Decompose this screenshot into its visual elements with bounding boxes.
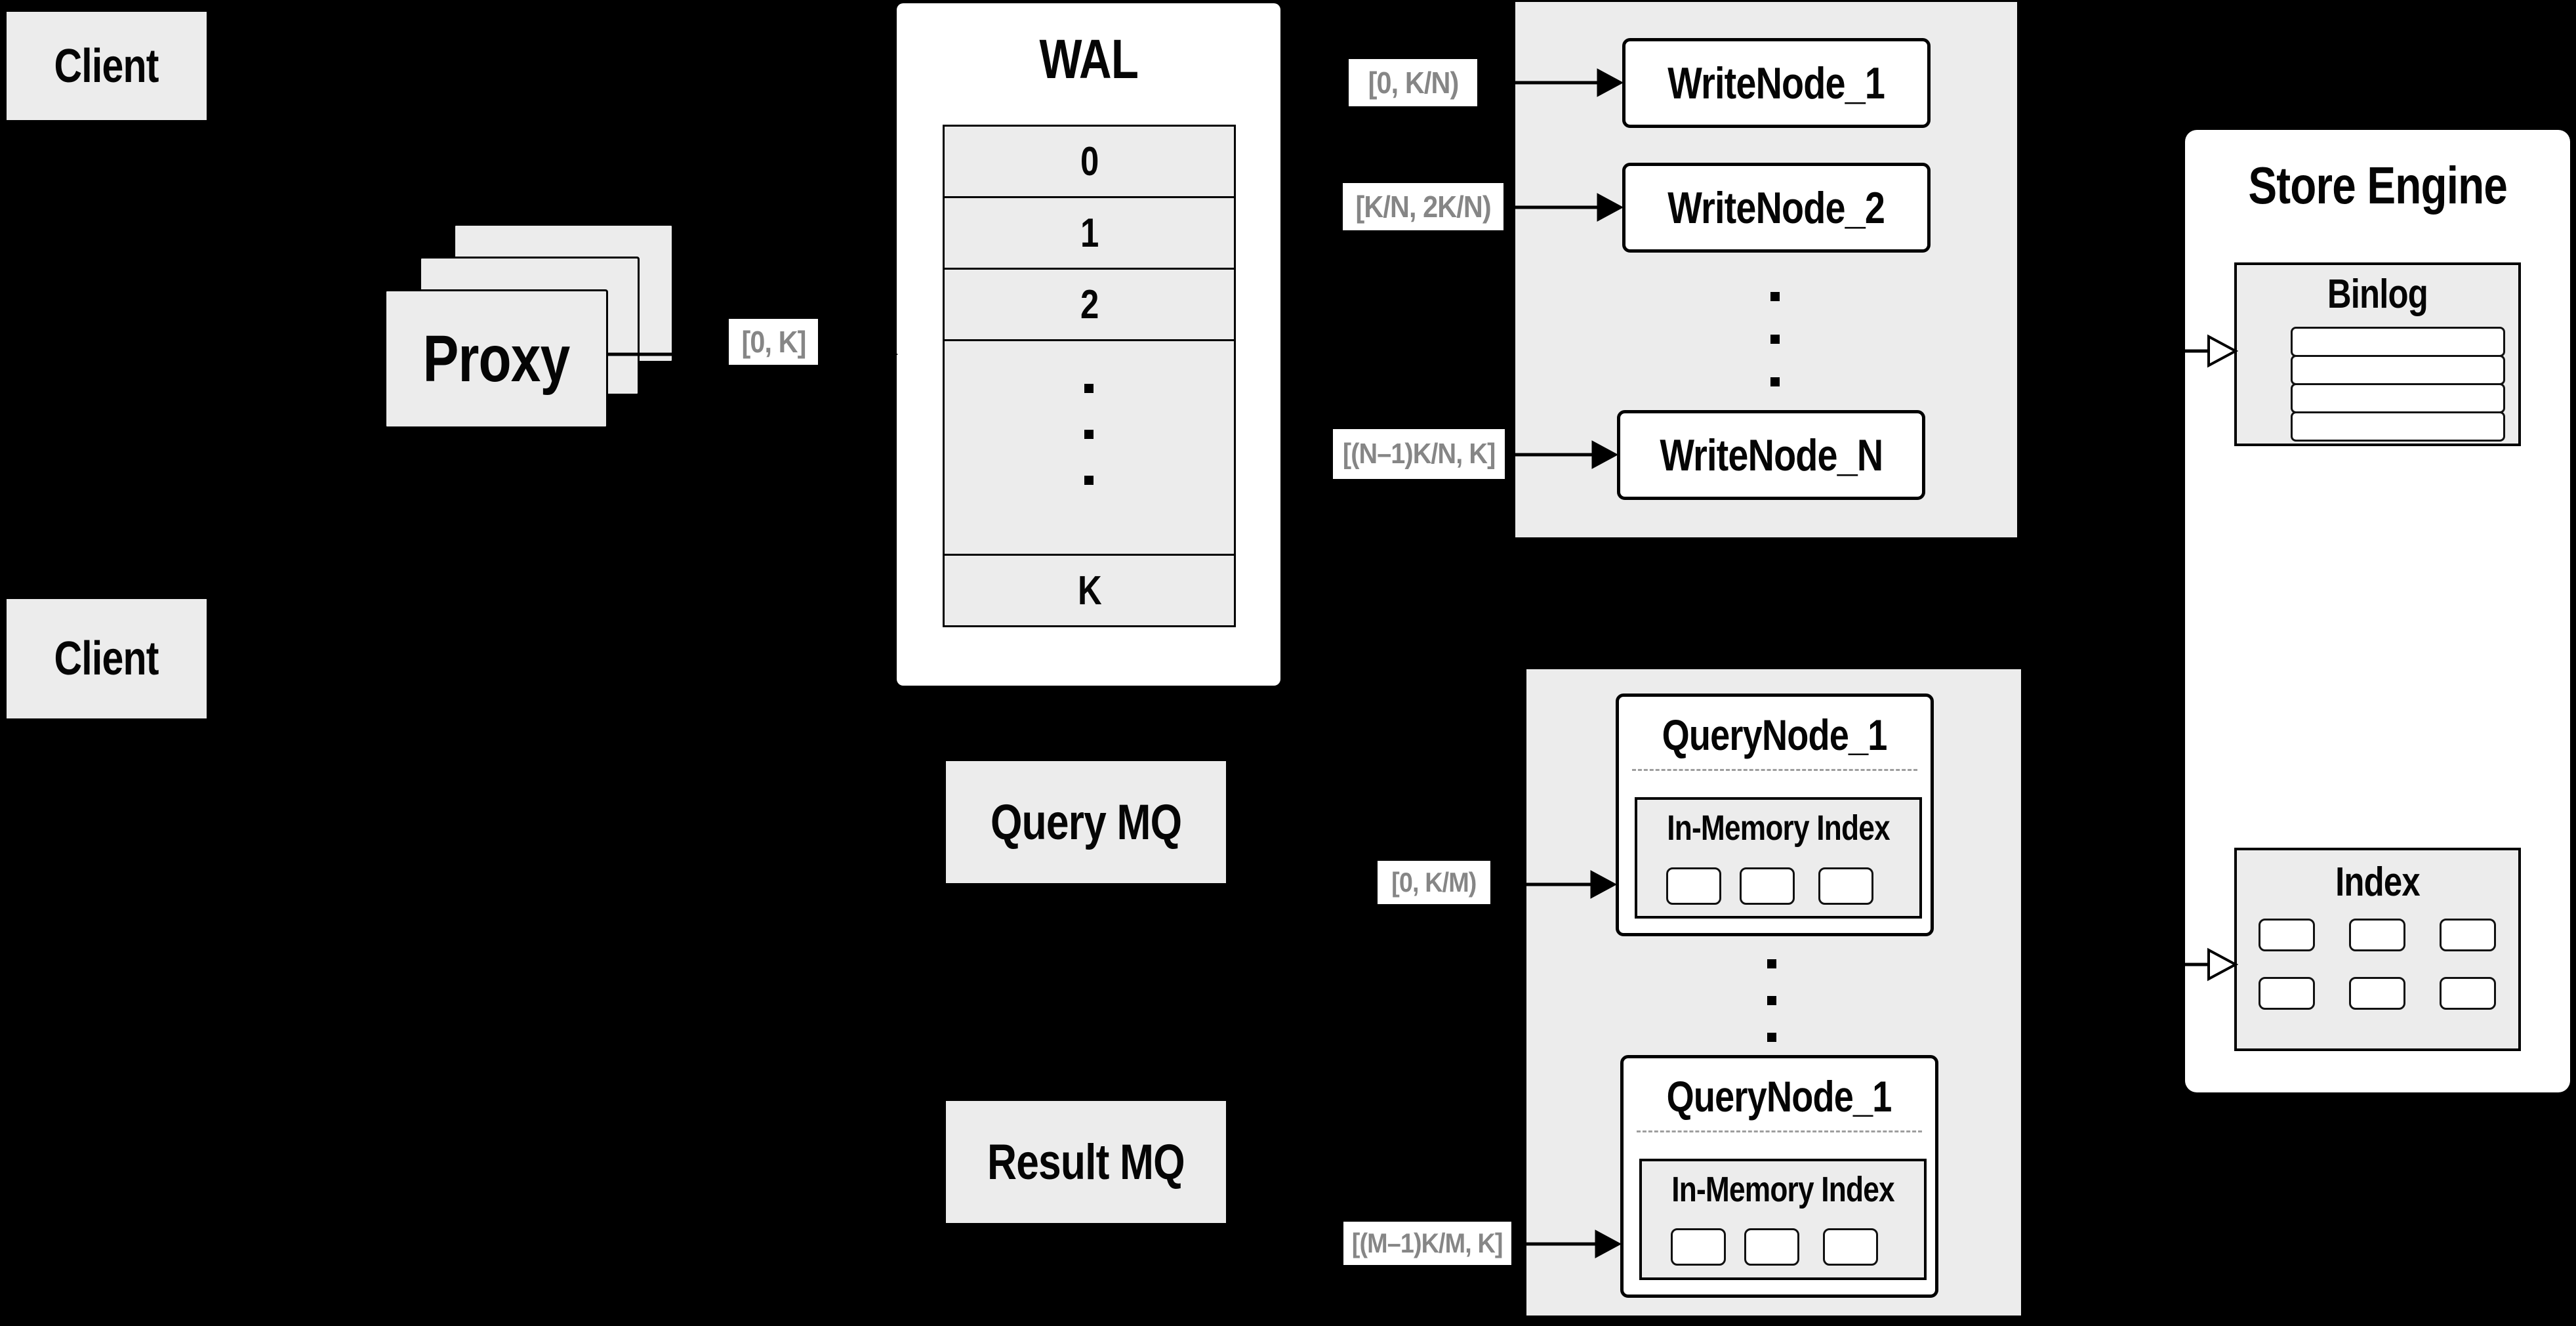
- index-cell: [2349, 919, 2405, 951]
- wal-row-2: 2: [943, 268, 1236, 341]
- segment-cell: [1666, 867, 1721, 905]
- writenode-ellipsis-dot: [1770, 335, 1780, 344]
- range-label-querynode-1: [0, K/M): [1378, 861, 1490, 904]
- wal-ellipsis-dot: [1084, 476, 1094, 485]
- writenode-ellipsis-dot: [1770, 292, 1780, 301]
- in-memory-index-1-title: In-Memory Index: [1667, 808, 1890, 848]
- segment-cell: [1744, 1228, 1799, 1266]
- range-label-writenode-1: [0, K/N): [1349, 59, 1477, 106]
- store-engine-title-bar: Store Engine: [2185, 150, 2570, 222]
- wal-row-ellipsis: [943, 339, 1236, 556]
- range-label-writenode-n: [(N–1)K/N, K]: [1333, 429, 1505, 479]
- writenode-2-label: WriteNode_2: [1667, 182, 1886, 233]
- proxy-box-front: Proxy: [384, 289, 608, 428]
- result-mq-box: Result MQ: [946, 1101, 1226, 1223]
- index-cell: [2440, 977, 2496, 1010]
- segment-cell: [1818, 867, 1873, 905]
- segment-cell: [1740, 867, 1795, 905]
- query-mq-box: Query MQ: [946, 761, 1226, 883]
- wal-row-k-label: K: [1077, 568, 1102, 613]
- querynode-1-separator: [1632, 769, 1917, 771]
- range-label-proxy-wal-text: [0, K]: [741, 325, 806, 359]
- in-memory-index-1-box: [1635, 797, 1922, 919]
- result-mq-label: Result MQ: [987, 1134, 1185, 1190]
- index-cell: [2259, 919, 2315, 951]
- index-cell: [2440, 919, 2496, 951]
- store-engine-title: Store Engine: [2248, 156, 2508, 215]
- querynode-ellipsis-dot: [1767, 1033, 1776, 1042]
- client-top-box: Client: [7, 12, 207, 120]
- proxy-label: Proxy: [422, 321, 571, 396]
- wal-row-k: K: [943, 554, 1236, 627]
- binlog-title: Binlog: [2327, 271, 2428, 317]
- querynode-1-title-bar: QueryNode_1: [1616, 703, 1934, 766]
- open-arrow-to-index: [2021, 947, 2239, 982]
- writenode-2-box: WriteNode_2: [1622, 163, 1931, 253]
- querynode-1-title: QueryNode_1: [1662, 710, 1888, 759]
- querynode-m-title: QueryNode_1: [1667, 1071, 1892, 1121]
- range-label-writenode-1-text: [0, K/N): [1368, 66, 1459, 100]
- querynode-ellipsis-dot: [1767, 996, 1776, 1005]
- index-title-bar: Index: [2234, 854, 2521, 910]
- querynode-m-title-bar: QueryNode_1: [1620, 1065, 1938, 1127]
- in-memory-index-1-title-bar: In-Memory Index: [1635, 802, 1922, 854]
- wal-row-1-label: 1: [1080, 210, 1099, 256]
- wal-ellipsis-dot: [1084, 384, 1094, 393]
- range-label-proxy-wal: [0, K]: [729, 319, 818, 365]
- in-memory-index-2-title-bar: In-Memory Index: [1639, 1163, 1927, 1216]
- wal-row-2-label: 2: [1080, 281, 1099, 327]
- binlog-row: [2291, 355, 2505, 385]
- segment-cell: [1671, 1228, 1726, 1266]
- wal-ellipsis-dot: [1084, 430, 1094, 439]
- writenode-ellipsis-dot: [1770, 377, 1780, 386]
- wal-row-0-label: 0: [1080, 138, 1099, 184]
- binlog-row: [2291, 411, 2505, 442]
- query-mq-label: Query MQ: [990, 794, 1182, 850]
- index-title: Index: [2335, 860, 2421, 905]
- range-label-writenode-n-text: [(N–1)K/N, K]: [1342, 438, 1496, 470]
- in-memory-index-2-title: In-Memory Index: [1671, 1170, 1894, 1209]
- writenode-n-box: WriteNode_N: [1617, 410, 1925, 500]
- writenode-1-box: WriteNode_1: [1622, 38, 1931, 128]
- open-arrow-to-binlog: [2021, 334, 2239, 368]
- segment-cell: [1823, 1228, 1878, 1266]
- range-label-writenode-2: [K/N, 2K/N): [1343, 183, 1503, 230]
- client-bottom-label: Client: [54, 632, 159, 685]
- writenode-n-label: WriteNode_N: [1659, 430, 1883, 480]
- client-top-label: Client: [54, 39, 159, 93]
- index-cell: [2259, 977, 2315, 1010]
- range-label-querynode-m: [(M–1)K/M, K]: [1343, 1222, 1511, 1265]
- binlog-title-bar: Binlog: [2234, 268, 2521, 320]
- querynode-ellipsis-dot: [1767, 959, 1776, 968]
- wal-title-bar: WAL: [897, 20, 1280, 98]
- index-cell: [2349, 977, 2405, 1010]
- client-bottom-box: Client: [7, 599, 207, 718]
- range-label-querynode-1-text: [0, K/M): [1391, 867, 1477, 898]
- wal-title: WAL: [1039, 28, 1138, 90]
- querynode-m-separator: [1637, 1130, 1922, 1132]
- range-label-writenode-2-text: [K/N, 2K/N): [1355, 190, 1491, 224]
- writenode-1-label: WriteNode_1: [1667, 58, 1886, 108]
- range-label-querynode-m-text: [(M–1)K/M, K]: [1352, 1228, 1503, 1258]
